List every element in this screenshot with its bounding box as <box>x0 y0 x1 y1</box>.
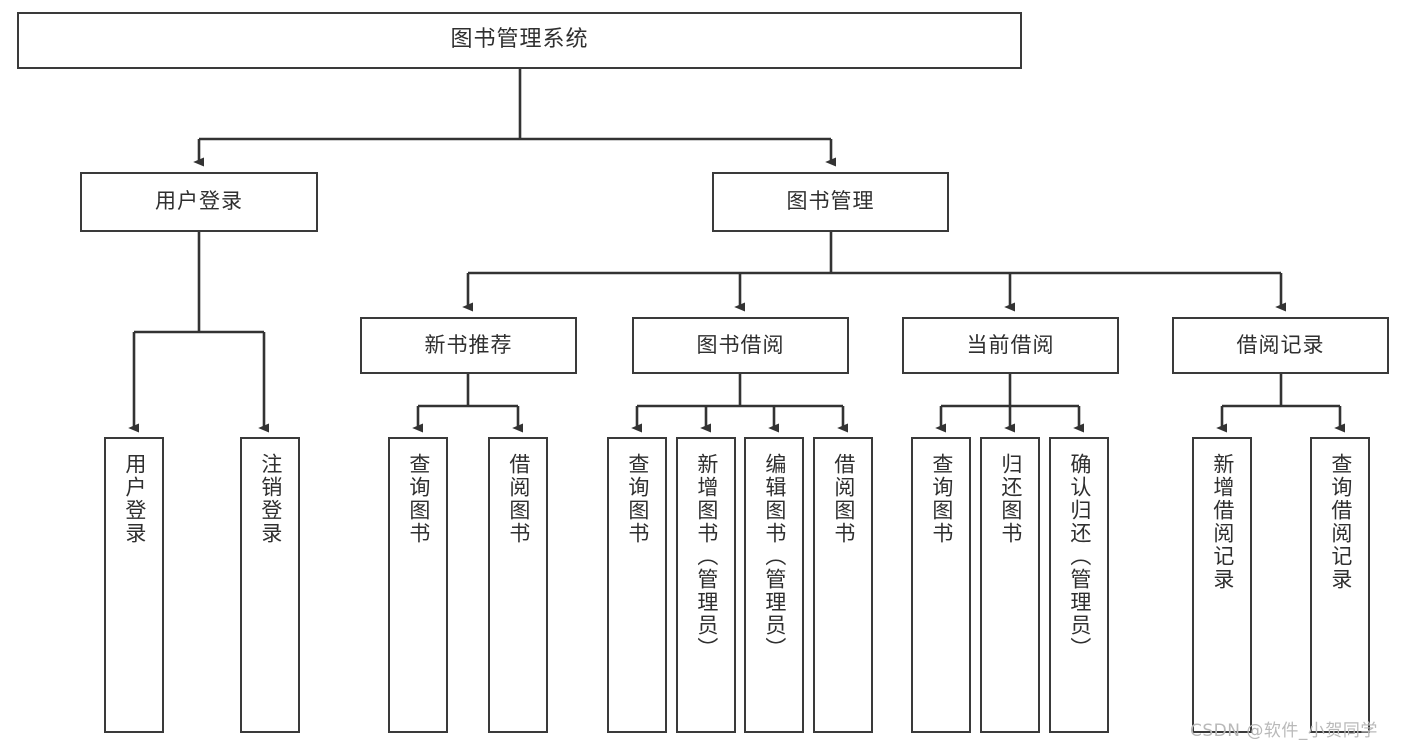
leaf-borrow-edit-book-admin[interactable]: 编辑图书（管理员） <box>744 437 804 733</box>
leaf-label: 查询借阅记录 <box>1328 453 1353 591</box>
node-current-borrow[interactable]: 当前借阅 <box>902 317 1119 374</box>
leaf-label: 用户登录 <box>122 453 147 545</box>
leaf-new-book-borrow[interactable]: 借阅图书 <box>488 437 548 733</box>
leaf-label: 查询图书 <box>929 453 954 545</box>
node-label: 图书借阅 <box>696 332 785 357</box>
node-label: 当前借阅 <box>966 332 1055 357</box>
csdn-watermark: CSDN @软件_小贺同学 <box>1190 721 1378 741</box>
node-book-borrow[interactable]: 图书借阅 <box>632 317 849 374</box>
node-new-book-recommend[interactable]: 新书推荐 <box>360 317 577 374</box>
leaf-label: 归还图书 <box>998 453 1023 545</box>
leaf-label: 新增图书（管理员） <box>694 453 719 660</box>
node-label: 图书管理 <box>786 189 875 214</box>
leaf-label: 借阅图书 <box>831 453 856 545</box>
leaf-current-confirm-return-admin[interactable]: 确认归还（管理员） <box>1049 437 1109 733</box>
node-user-login[interactable]: 用户登录 <box>80 172 318 232</box>
leaf-user-login-signout[interactable]: 注销登录 <box>240 437 300 733</box>
leaf-label: 注销登录 <box>258 453 283 545</box>
leaf-label: 确认归还（管理员） <box>1067 453 1092 660</box>
leaf-label: 查询图书 <box>625 453 650 545</box>
leaf-new-book-query[interactable]: 查询图书 <box>388 437 448 733</box>
node-label: 图书管理系统 <box>450 27 589 53</box>
node-book-management[interactable]: 图书管理 <box>712 172 949 232</box>
leaf-label: 新增借阅记录 <box>1210 453 1235 591</box>
node-label: 借阅记录 <box>1236 332 1325 357</box>
leaf-borrow-add-book-admin[interactable]: 新增图书（管理员） <box>676 437 736 733</box>
leaf-label: 编辑图书（管理员） <box>762 453 787 660</box>
node-borrow-record[interactable]: 借阅记录 <box>1172 317 1389 374</box>
leaf-label: 借阅图书 <box>506 453 531 545</box>
leaf-label: 查询图书 <box>406 453 431 545</box>
node-label: 用户登录 <box>155 189 243 214</box>
leaf-record-add-borrow-record[interactable]: 新增借阅记录 <box>1192 437 1252 733</box>
node-label: 新书推荐 <box>424 332 513 357</box>
leaf-user-login-signin[interactable]: 用户登录 <box>104 437 164 733</box>
node-root-book-management-system[interactable]: 图书管理系统 <box>17 12 1022 69</box>
leaf-record-query-borrow-record[interactable]: 查询借阅记录 <box>1310 437 1370 733</box>
leaf-borrow-borrow-book[interactable]: 借阅图书 <box>813 437 873 733</box>
leaf-current-return-book[interactable]: 归还图书 <box>980 437 1040 733</box>
leaf-borrow-query-book[interactable]: 查询图书 <box>607 437 667 733</box>
leaf-current-query-book[interactable]: 查询图书 <box>911 437 971 733</box>
